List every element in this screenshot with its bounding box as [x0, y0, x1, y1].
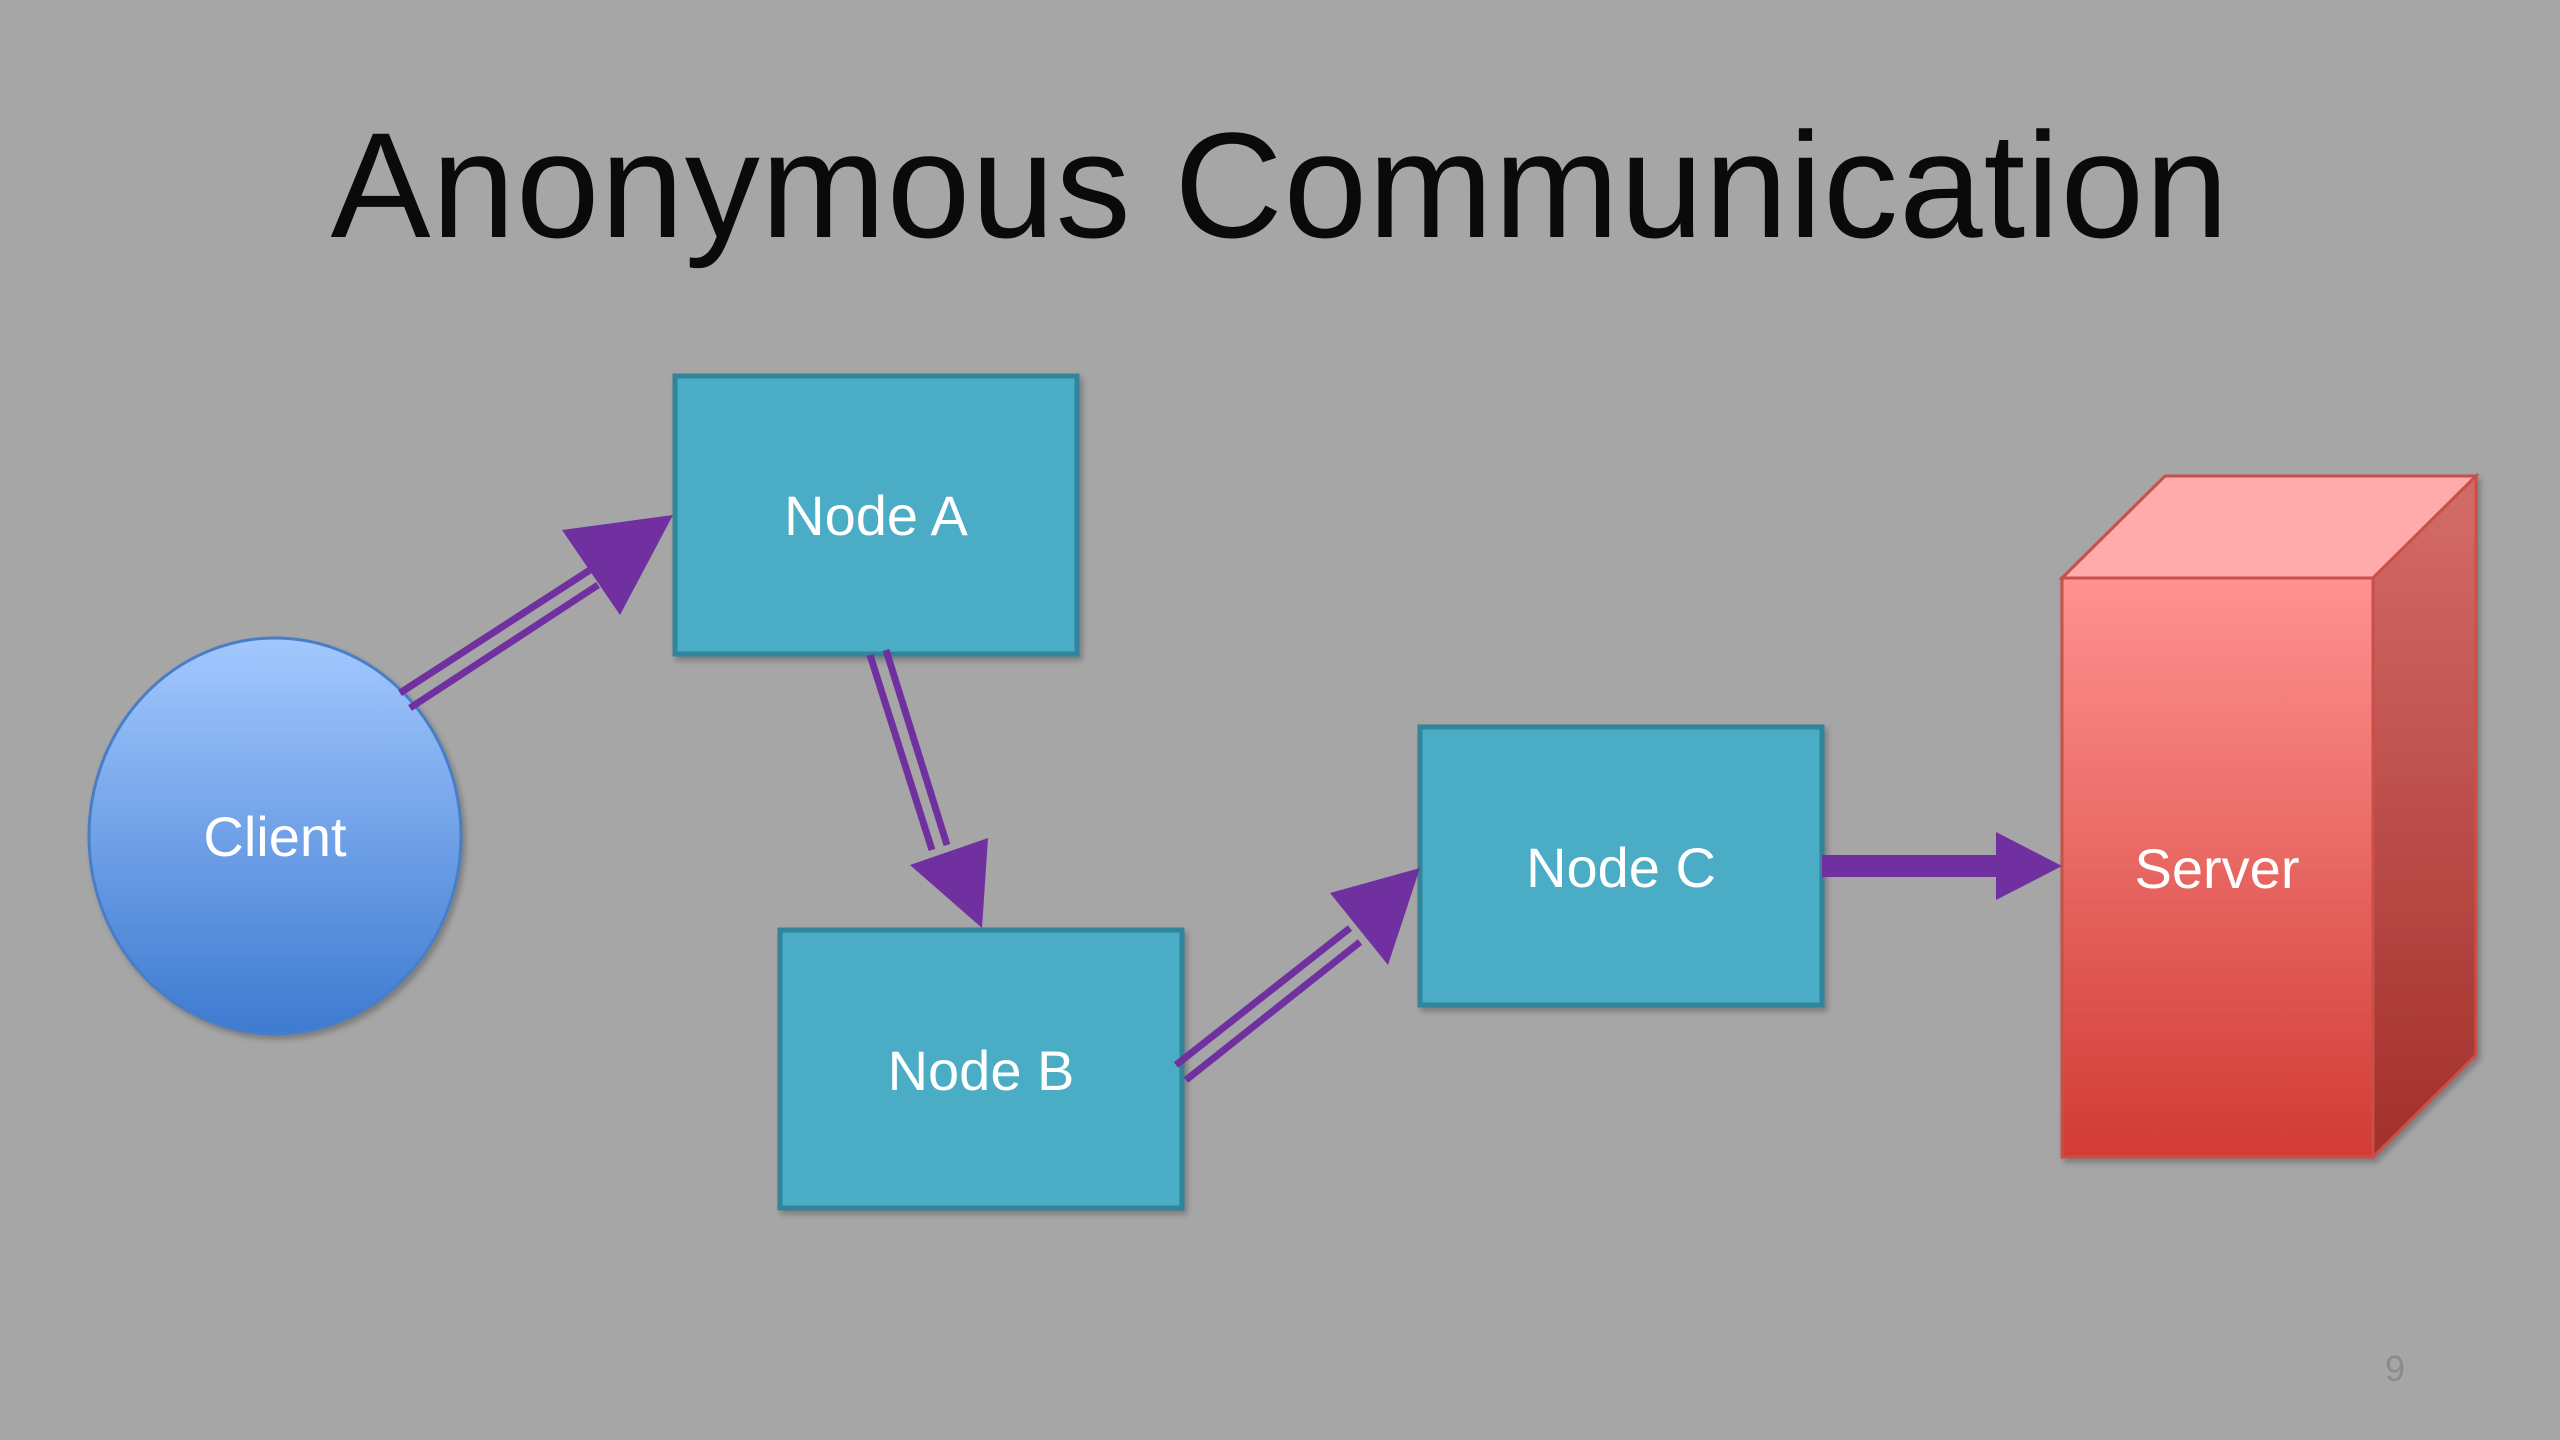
client-label: Client [203, 805, 347, 868]
node-b: Node B [777, 927, 1185, 1211]
node-b-label: Node B [888, 1039, 1075, 1102]
arrow-node-b-to-node-c [1173, 868, 1420, 1083]
node-a: Node A [672, 373, 1080, 657]
server-label: Server [2135, 837, 2300, 900]
node-c: Node C [1417, 724, 1825, 1008]
page-number: 9 [2384, 1348, 2406, 1389]
server-front-face [2060, 576, 2375, 1159]
arrow-node-c-to-server [1822, 832, 2062, 900]
arrow-node-a-to-node-b [866, 648, 988, 928]
arrow-client-to-node-a [398, 515, 673, 711]
slide-title: Anonymous Communication [330, 101, 2230, 269]
server-node: Server [2058, 472, 2480, 1161]
server-side-face [2371, 472, 2478, 1161]
client-node: Client [87, 636, 463, 1036]
node-c-label: Node C [1526, 836, 1716, 899]
node-a-label: Node A [784, 484, 968, 547]
